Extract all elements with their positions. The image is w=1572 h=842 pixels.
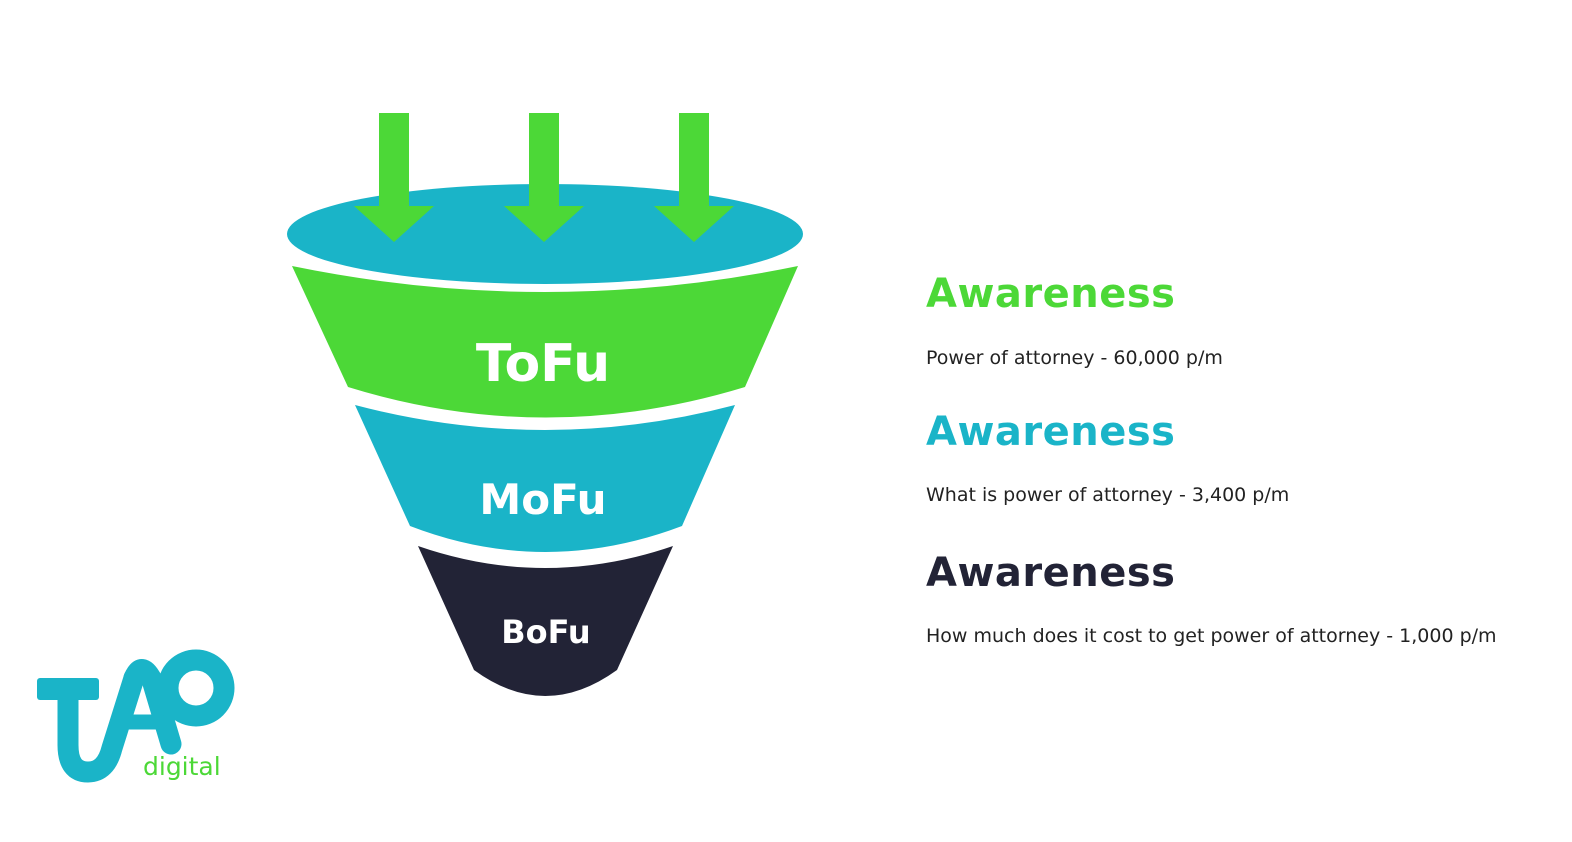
detail-desc-block-1: Power of attorney - 60,000 p/m [926, 349, 1223, 368]
detail-description-3: How much does it cost to get power of at… [926, 625, 1497, 647]
stage-label-mofu: MoFu [479, 475, 606, 524]
stage-label-bofu: BoFu [501, 613, 590, 651]
detail-block-2: Awareness [926, 412, 1175, 452]
entry-arrow-icon [654, 113, 734, 242]
funnel-stage-mofu [355, 405, 735, 552]
tao-digital-logo: digital [37, 649, 235, 783]
detail-description-1: Power of attorney - 60,000 p/m [926, 347, 1223, 369]
detail-desc-block-2: What is power of attorney - 3,400 p/m [926, 486, 1289, 505]
entry-arrow-icon [354, 113, 434, 242]
stage-label-tofu: ToFu [476, 334, 610, 394]
detail-desc-block-3: How much does it cost to get power of at… [926, 627, 1497, 646]
funnel-stage-tofu [292, 266, 798, 418]
entry-arrow-icon [504, 113, 584, 242]
detail-heading-2: Awareness [926, 409, 1176, 455]
logo-o-ring [157, 649, 235, 727]
detail-block-3: Awareness [926, 553, 1175, 593]
logo-t-stem [57, 667, 145, 783]
detail-block-1: Awareness [926, 274, 1175, 314]
funnel-stage-bofu [418, 546, 673, 696]
logo-subtext: digital [143, 752, 221, 781]
logo-a-leg [123, 659, 182, 755]
detail-heading-1: Awareness [926, 271, 1176, 317]
detail-description-2: What is power of attorney - 3,400 p/m [926, 484, 1290, 506]
entry-arrows [354, 113, 734, 242]
detail-heading-3: Awareness [926, 550, 1176, 596]
